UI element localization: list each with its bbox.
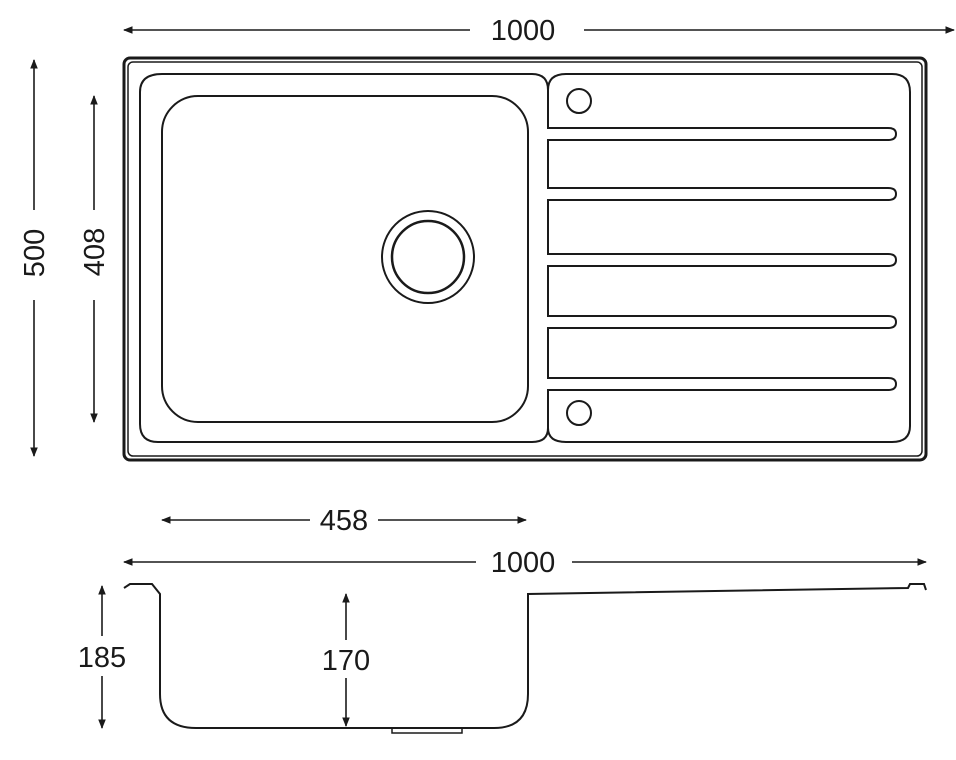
top-view <box>122 56 928 462</box>
dimension-label-bowl-depth: 408 <box>79 228 111 276</box>
waste-outlet <box>391 727 463 734</box>
dimension-label-bowl-height: 170 <box>322 645 370 677</box>
drainer-outline <box>547 73 911 443</box>
dimension-label-overall-depth: 500 <box>19 229 51 277</box>
drain-inner-ring <box>390 219 466 295</box>
dimension-overall-height: 185 <box>78 585 126 729</box>
sink-outer-rim <box>122 56 928 462</box>
dimension-overall-depth: 500 <box>19 59 51 457</box>
dimension-bowl-height: 170 <box>322 593 370 727</box>
sink-inner-rim <box>127 61 923 457</box>
dimension-label-side-width: 1000 <box>491 547 556 579</box>
dimension-side-width: 1000 <box>123 547 927 579</box>
tap-hole-top <box>566 88 592 114</box>
bowl-outline <box>161 95 529 423</box>
dimension-label-overall-height: 185 <box>78 642 126 674</box>
dimension-bowl-depth: 408 <box>79 95 111 423</box>
tap-hole-bottom <box>566 400 592 426</box>
dimension-top-width: 1000 <box>123 15 955 47</box>
recess-outline <box>139 73 898 443</box>
side-view <box>123 583 927 734</box>
side-profile <box>123 583 927 729</box>
dimension-label-top-width: 1000 <box>491 15 556 47</box>
drain-outer-ring <box>381 210 475 304</box>
dimension-bowl-width: 458 <box>161 505 527 537</box>
dimension-label-bowl-width: 458 <box>320 505 368 537</box>
